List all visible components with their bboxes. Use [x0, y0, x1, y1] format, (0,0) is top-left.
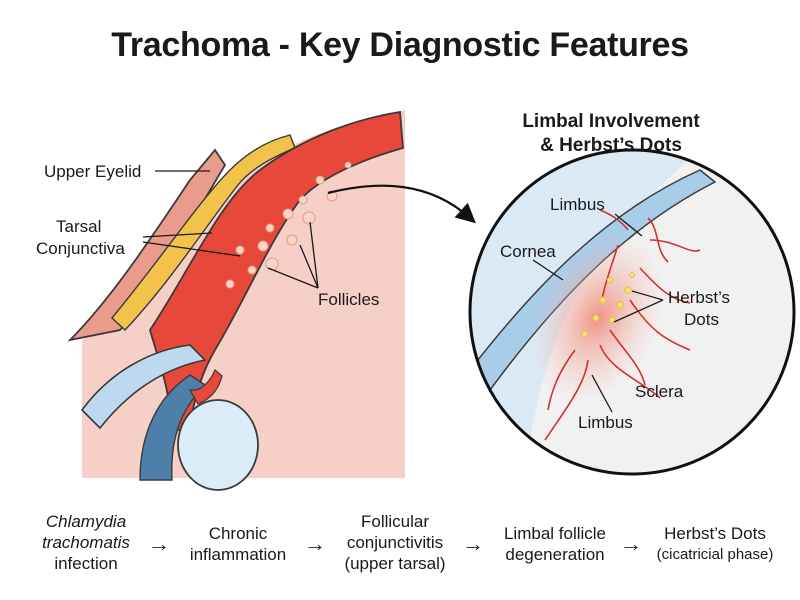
page-title: Trachoma - Key Diagnostic Features — [111, 26, 689, 64]
flow-step-herbsts: Herbst’s Dots (cicatricial phase) — [644, 523, 786, 565]
flow-step-herbsts-line2: (cicatricial phase) — [656, 546, 774, 563]
label-upper-eyelid: Upper Eyelid — [44, 162, 141, 181]
flow-step-degeneration: Limbal follicle degeneration — [490, 523, 620, 565]
herbst-dot — [608, 316, 616, 324]
inset-label-limbus-top: Limbus — [550, 195, 605, 214]
herbst-dot — [629, 272, 635, 278]
flow-step-follicular: Follicular conjunctivitis (upper tarsal) — [330, 511, 460, 574]
progression-flow: Chlamydia trachomatis infection → Chroni… — [0, 505, 800, 595]
callout-arrow — [327, 184, 476, 224]
follicle — [235, 245, 245, 255]
flow-step-inflammation-line2: inflammation — [189, 545, 287, 564]
herbst-dot — [599, 296, 607, 304]
flow-step-herbsts-line1: Herbst’s Dots — [664, 524, 766, 543]
flow-step-follicular-line2: conjunctivitis — [346, 533, 444, 552]
flow-step-infection-line2: trachomatis — [42, 533, 130, 552]
follicle — [225, 279, 235, 289]
follicle — [247, 265, 257, 275]
flow-step-degeneration-line1: Limbal follicle — [503, 524, 607, 543]
follicle — [302, 211, 316, 225]
flow-arrow-3: → — [462, 531, 484, 556]
herbsts-dots — [581, 272, 635, 338]
flow-step-degeneration-line2: degeneration — [505, 545, 605, 564]
inset-label-sclera: Sclera — [635, 382, 684, 401]
herbst-dot — [624, 286, 632, 294]
herbst-dot — [606, 276, 614, 284]
iris-section — [139, 374, 207, 481]
follicles — [225, 161, 352, 289]
inset-vessels — [544, 209, 701, 441]
follicle — [282, 208, 294, 220]
follicle — [344, 161, 352, 169]
inset-label-herbsts: Herbst’s — [668, 288, 730, 307]
follicle — [286, 234, 298, 246]
flow-step-follicular-line3: (upper tarsal) — [344, 554, 446, 573]
flow-step-inflammation: Chronic inflammation — [176, 523, 300, 565]
flow-arrow-4: → — [620, 531, 642, 556]
lens — [177, 399, 259, 491]
eyelid-cross-section — [67, 110, 405, 491]
limbus-inset — [468, 148, 796, 476]
inset-label-limbus-bottom: Limbus — [578, 413, 633, 432]
label-follicles: Follicles — [318, 290, 379, 309]
inset-leader-lines — [532, 213, 664, 413]
follicle — [265, 223, 275, 233]
flow-step-infection: Chlamydia trachomatis infection — [26, 511, 146, 574]
inset-title-line1: Limbal Involvement — [522, 111, 700, 132]
flow-step-follicular-line1: Follicular — [360, 512, 430, 531]
flow-step-inflammation-line1: Chronic — [208, 524, 268, 543]
herbst-dot — [581, 330, 589, 338]
flow-step-infection-line1: Chlamydia — [45, 512, 127, 531]
inset-label-dots: Dots — [684, 310, 719, 329]
follicle — [265, 257, 279, 271]
label-conjunctiva: Conjunctiva — [36, 239, 125, 258]
left-leader-lines — [142, 170, 319, 289]
conjunctiva-drip — [188, 369, 223, 405]
flow-arrow-2: → — [304, 531, 326, 556]
cornea-section — [80, 344, 207, 430]
follicle — [298, 195, 308, 205]
herbst-dot — [616, 301, 624, 309]
herbst-dot — [592, 314, 600, 322]
follicle — [315, 175, 325, 185]
inset-label-cornea: Cornea — [500, 242, 556, 261]
follicle — [257, 240, 269, 252]
flow-step-infection-line3: infection — [54, 554, 118, 573]
inset-cornea — [470, 150, 700, 474]
flow-arrow-1: → — [148, 531, 170, 556]
label-tarsal: Tarsal — [56, 217, 101, 236]
